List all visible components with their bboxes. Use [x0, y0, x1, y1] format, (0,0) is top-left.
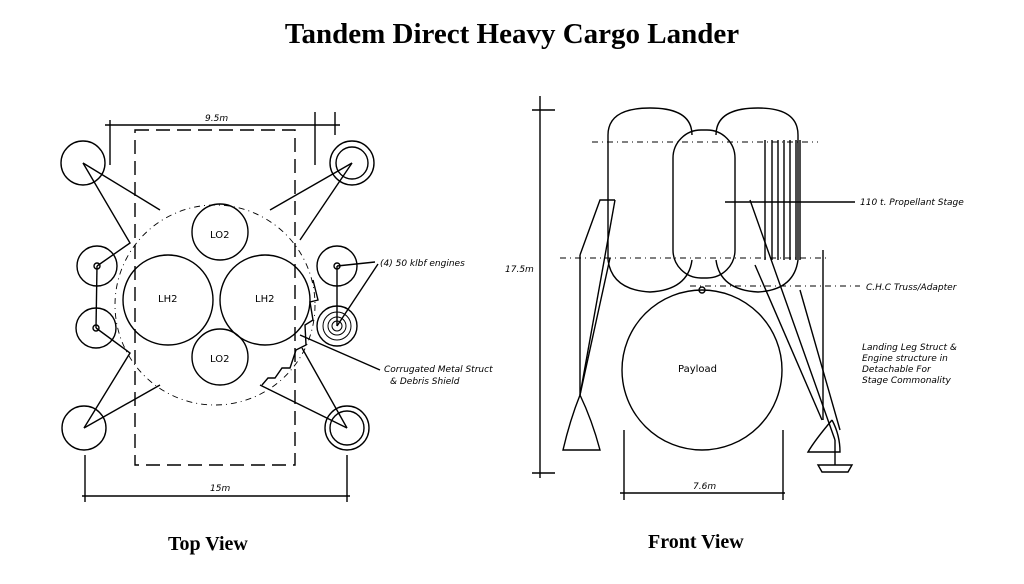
left-tank	[607, 107, 693, 260]
front-view-caption: Front View	[648, 531, 744, 553]
landing-pad-bottom-right	[324, 405, 370, 451]
lh2-left-label: LH2	[158, 294, 177, 305]
height-dim-label: 17.5m	[505, 265, 534, 275]
landing-pad-top-right	[329, 140, 375, 186]
footprint-dashed-rect	[134, 129, 296, 466]
engines-annotation: (4) 50 klbf engines	[380, 259, 465, 269]
top-view-caption: Top View	[168, 533, 248, 555]
width-dim-label: 7.6m	[693, 482, 716, 492]
hatch-lines	[764, 140, 801, 260]
lox-tank-top	[191, 203, 249, 261]
debris-shield-zigzag	[261, 279, 319, 386]
top-dim-label: 9.5m	[205, 114, 228, 124]
center-tank	[672, 129, 736, 279]
landing-pad-bottom-left	[61, 405, 107, 451]
landing-leg-annotation-2: Engine structure in	[862, 354, 948, 364]
landing-pad-bottom-right-inner	[329, 410, 365, 446]
right-tank	[715, 107, 799, 293]
top-view-drawing: 9.5m LO2 LH2 LH2 LO2	[60, 112, 493, 502]
landing-leg-annotation-1: Landing Leg Struct &	[862, 343, 957, 353]
propellant-stage-annotation: 110 t. Propellant Stage	[860, 198, 964, 208]
debris-shield-annotation-1: Corrugated Metal Struct	[384, 365, 493, 375]
lh2-right-label: LH2	[255, 294, 274, 305]
landing-leg-annotation-3: Detachable For	[862, 365, 932, 375]
lh2-tank-right	[219, 254, 311, 346]
payload-sphere	[621, 289, 783, 451]
lox-top-label: LO2	[210, 230, 229, 241]
landing-footpad	[816, 464, 854, 473]
lox-bottom-label: LO2	[210, 354, 229, 365]
bottom-dim-label: 15m	[210, 484, 230, 494]
payload-attach-point	[698, 286, 706, 294]
front-view-drawing: 17.5m Payload	[505, 96, 964, 500]
landing-pad-top-right-inner	[335, 146, 369, 180]
payload-label: Payload	[678, 364, 717, 375]
lh2-tank-left	[122, 254, 214, 346]
left-engine-nozzle	[562, 394, 601, 451]
landing-leg-annotation-4: Stage Commonality	[862, 376, 951, 386]
chc-truss-annotation: C.H.C Truss/Adapter	[866, 283, 958, 293]
debris-shield-annotation-2: & Debris Shield	[390, 377, 460, 387]
lox-tank-bottom	[191, 328, 249, 386]
diagram-title: Tandem Direct Heavy Cargo Lander	[284, 18, 740, 50]
landing-pad-top-left	[60, 140, 106, 186]
right-engine-nozzle	[806, 419, 841, 453]
